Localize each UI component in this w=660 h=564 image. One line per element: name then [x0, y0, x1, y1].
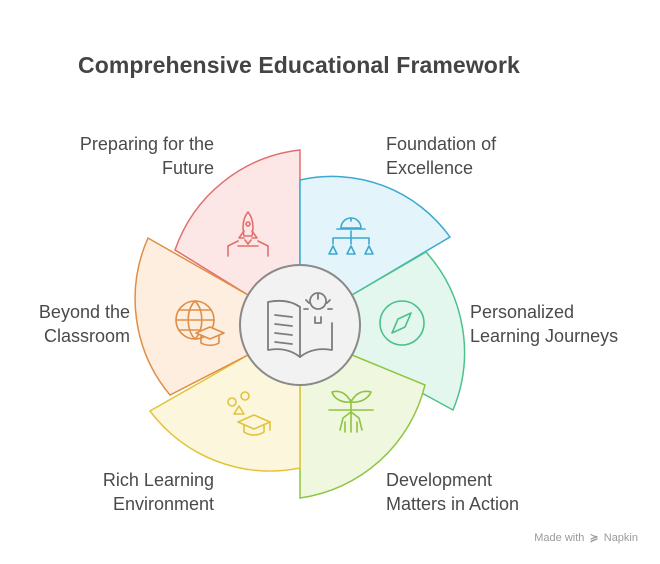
label-rich-learning-environment: Rich Learning Environment	[102, 470, 214, 514]
book-lightbulb-icon	[267, 292, 333, 358]
made-with-credit[interactable]: Made with ≽ Napkin	[534, 531, 638, 544]
seedling-icon	[328, 390, 374, 433]
label-beyond-the-classroom: Beyond the Classroom	[38, 302, 130, 346]
hierarchy-helmet-icon	[328, 217, 374, 255]
page-title: Comprehensive Educational Framework	[78, 52, 520, 78]
label-personalized-learning-journeys: Personalized Learning Journeys	[470, 302, 619, 346]
graduation-cap-icon	[227, 391, 271, 436]
globe-graduation-icon	[175, 300, 225, 347]
label-development-matters-in-action: Development Matters in Action	[386, 470, 520, 514]
rocket-icon	[227, 211, 269, 257]
credit-brand: Napkin	[603, 532, 638, 544]
napkin-logo-icon: ≽	[589, 532, 599, 544]
compass-icon	[379, 300, 425, 346]
label-preparing-for-the-future: Preparing for the Future	[79, 134, 214, 178]
credit-prefix: Made with	[534, 532, 585, 544]
label-foundation-of-excellence: Foundation of Excellence	[386, 134, 497, 178]
